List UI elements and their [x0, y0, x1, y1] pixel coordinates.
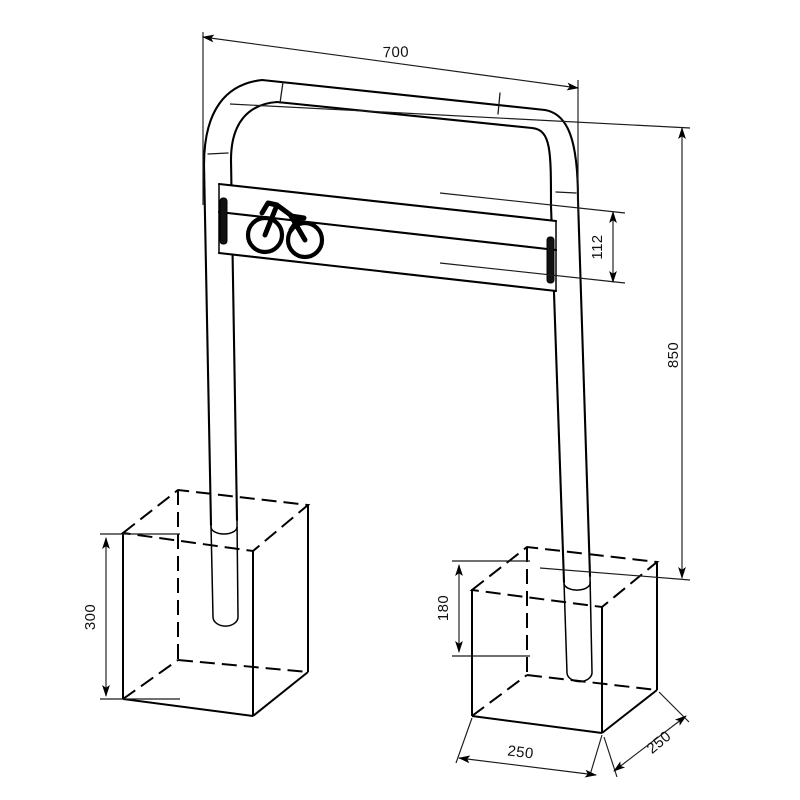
dimension-left-foundation-depth: 300 [82, 533, 180, 700]
bicycle-icon [245, 200, 325, 260]
dimension-overall-height: 850 [229, 103, 691, 581]
dimension-label-300: 300 [82, 604, 99, 630]
bicycle-sign-plate [217, 182, 558, 293]
dimension-label-180: 180 [435, 595, 452, 621]
concrete-foundation-block-right [469, 545, 660, 734]
dimension-label-250-width: 250 [506, 742, 534, 762]
dimension-label-112: 112 [589, 234, 606, 259]
dimension-sign-plate-height: 112 [439, 192, 626, 284]
plate-mount-bracket-right [546, 236, 555, 284]
dimension-overall-width: 700 [202, 32, 579, 215]
dimension-label-700: 700 [383, 44, 410, 62]
dimension-foundation-width: 250 [455, 717, 603, 778]
dimension-right-foundation-depth: 180 [435, 560, 530, 657]
dimension-label-850: 850 [665, 342, 682, 368]
concrete-foundation-block-left [120, 488, 311, 717]
plate-mount-bracket-left [219, 197, 228, 245]
